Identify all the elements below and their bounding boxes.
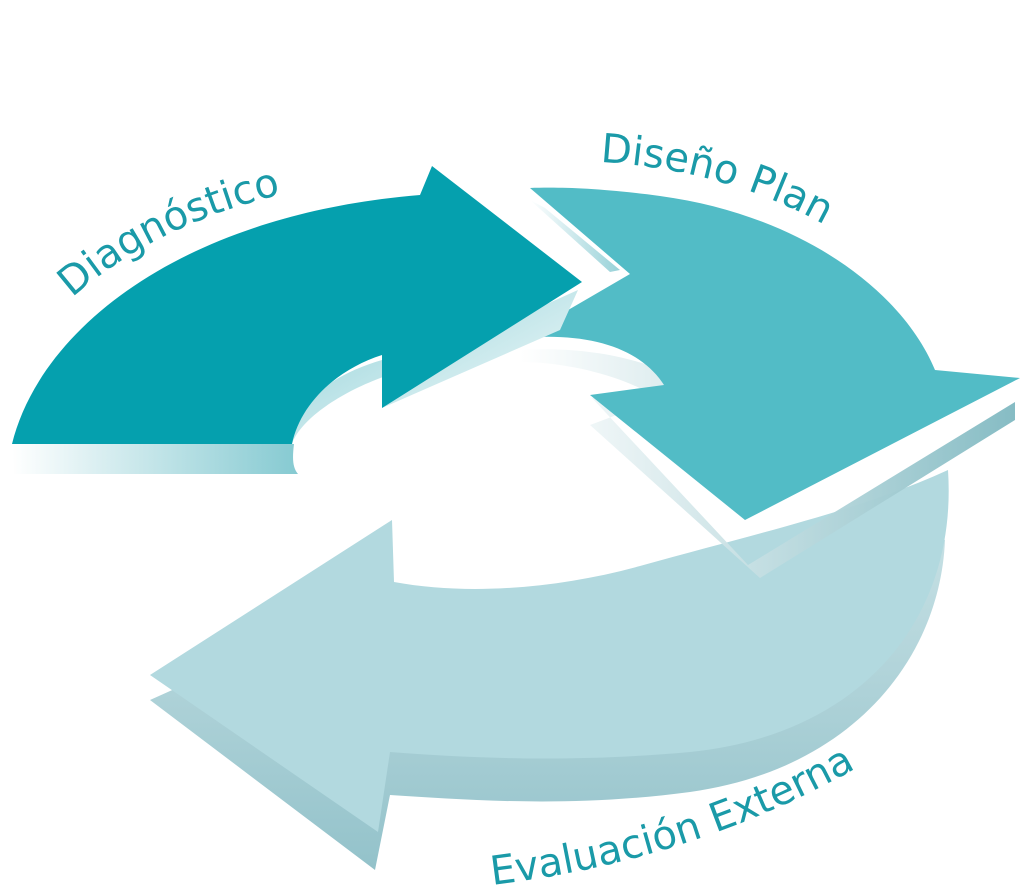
diseno-arrow-face — [520, 187, 1020, 520]
evaluacion-arrow — [150, 470, 949, 870]
diagnostico-arrow — [12, 166, 582, 474]
diseno-arrow-side — [520, 349, 1015, 578]
diseno-arrow — [520, 187, 1020, 578]
evaluacion-arrow-face — [150, 470, 949, 832]
diseno-arrow-notch — [530, 200, 620, 272]
diagnostico-arrow-side — [12, 444, 298, 474]
diagnostico-arrow-face — [12, 166, 582, 444]
